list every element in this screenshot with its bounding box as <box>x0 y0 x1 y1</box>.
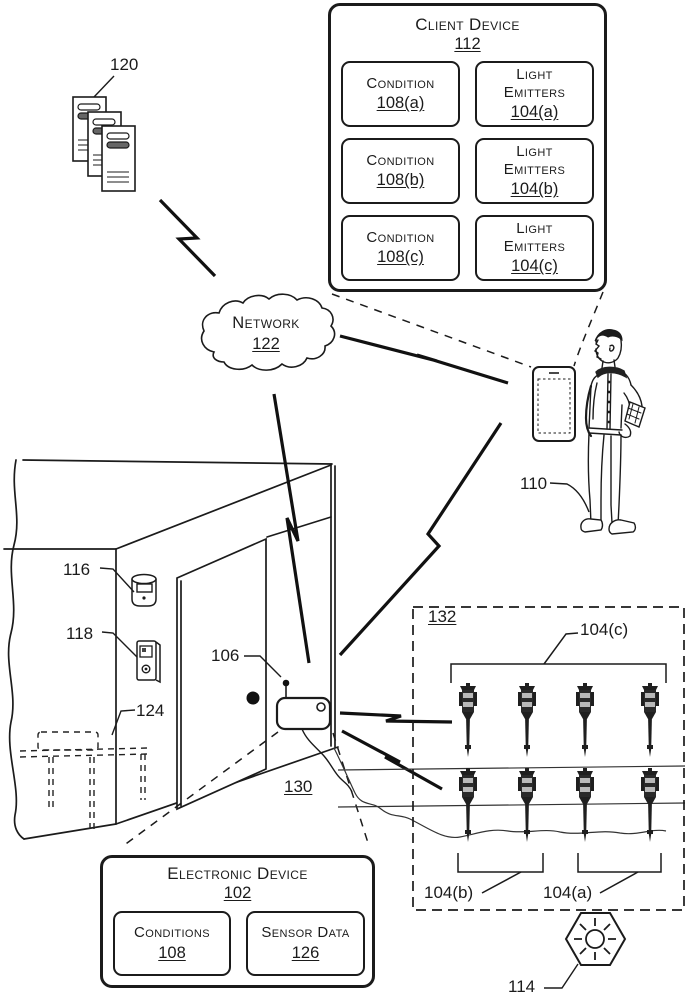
callout-114: 114 <box>508 977 536 996</box>
bolt-device-to-lights-2 <box>341 729 443 791</box>
pointer-120 <box>93 75 115 98</box>
motion-sensor-icon <box>131 573 157 607</box>
callout-104c: 104(c) <box>580 620 629 639</box>
doorbell-icon <box>136 640 161 684</box>
ground-wavy-line <box>333 747 667 839</box>
electronic-device-ref: 102 <box>223 884 252 902</box>
bolt-servers-to-cloud <box>158 198 217 278</box>
garden-light-icon <box>641 683 659 757</box>
button-106-dot <box>282 679 290 687</box>
bracket-104a <box>577 853 662 873</box>
condition-b-cell: Condition 108(b) <box>341 138 460 204</box>
pointer-114 <box>544 963 579 989</box>
person-figure <box>580 329 646 535</box>
table <box>19 731 148 830</box>
garden-light-icon <box>459 683 477 757</box>
electronic-device-icon <box>275 679 353 793</box>
callout-106: 106 <box>211 646 240 665</box>
network-cloud <box>200 293 336 371</box>
pointer-110 <box>549 482 590 513</box>
garden-light-icon <box>518 683 536 757</box>
pointer-104b <box>481 871 522 894</box>
callout-118: 118 <box>66 624 94 643</box>
bracket-104b <box>457 853 544 873</box>
house <box>3 459 339 840</box>
bolt-cloud-to-phone <box>339 334 509 385</box>
ground-lines <box>333 747 686 839</box>
power-cord <box>301 728 353 793</box>
callout-116: 116 <box>63 560 91 579</box>
pointer-106 <box>244 655 282 678</box>
pointer-104c <box>543 632 579 665</box>
callout-cones <box>122 291 604 847</box>
condition-a-cell: Condition 108(a) <box>341 61 460 127</box>
sun-icon <box>564 912 627 966</box>
lights-region <box>412 606 685 911</box>
callout-132: 132 <box>428 607 457 626</box>
client-device-box: Client Device 112 Condition 108(a) Light… <box>328 3 607 292</box>
cone-device-to-box-left <box>122 731 279 847</box>
bolt-device-to-lights-1 <box>339 711 453 724</box>
callout-124: 124 <box>136 701 165 720</box>
light-emitters-a-cell: Light Emitters 104(a) <box>475 61 594 127</box>
door <box>176 537 267 811</box>
pointer-116 <box>99 567 135 593</box>
callout-130: 130 <box>284 777 313 796</box>
house-break-edge <box>7 459 25 840</box>
pointer-118 <box>101 631 138 658</box>
conditions-cell: Conditions 108 <box>113 911 231 976</box>
network-label: Network 122 <box>232 314 300 353</box>
client-device-ref: 112 <box>454 35 481 53</box>
electronic-device-title: Electronic Device <box>167 864 308 883</box>
cone-clientbox-to-phone-left <box>331 293 532 368</box>
bolt-phone-to-device <box>338 422 503 657</box>
callout-pointers <box>93 75 590 989</box>
bracket-104c <box>450 663 667 683</box>
callout-104b: 104(b) <box>424 883 474 902</box>
condition-c-cell: Condition 108(c) <box>341 215 460 281</box>
callout-104a: 104(a) <box>543 883 593 902</box>
callout-120: 120 <box>110 55 139 74</box>
client-device-title: Client Device <box>415 15 520 34</box>
garden-light-icon <box>576 768 594 842</box>
sensor-data-cell: Sensor Data 126 <box>246 911 365 976</box>
light-emitters-c-cell: Light Emitters 104(c) <box>475 215 594 281</box>
bolt-cloud-to-house <box>272 393 311 664</box>
electronic-device-box: Electronic Device 102 Conditions 108 Sen… <box>100 855 375 988</box>
doorknob <box>246 691 260 705</box>
callout-110: 110 <box>520 474 548 493</box>
region-132-border <box>412 606 685 911</box>
pointer-124 <box>111 709 136 736</box>
pointer-104a <box>599 871 639 894</box>
cone-clientbox-to-phone-right <box>573 291 604 367</box>
light-emitters-b-cell: Light Emitters 104(b) <box>475 138 594 204</box>
garden-light-icon <box>576 683 594 757</box>
smartphone-icon <box>532 366 576 442</box>
cone-device-to-box-right <box>332 732 370 847</box>
servers-icon <box>72 96 136 192</box>
